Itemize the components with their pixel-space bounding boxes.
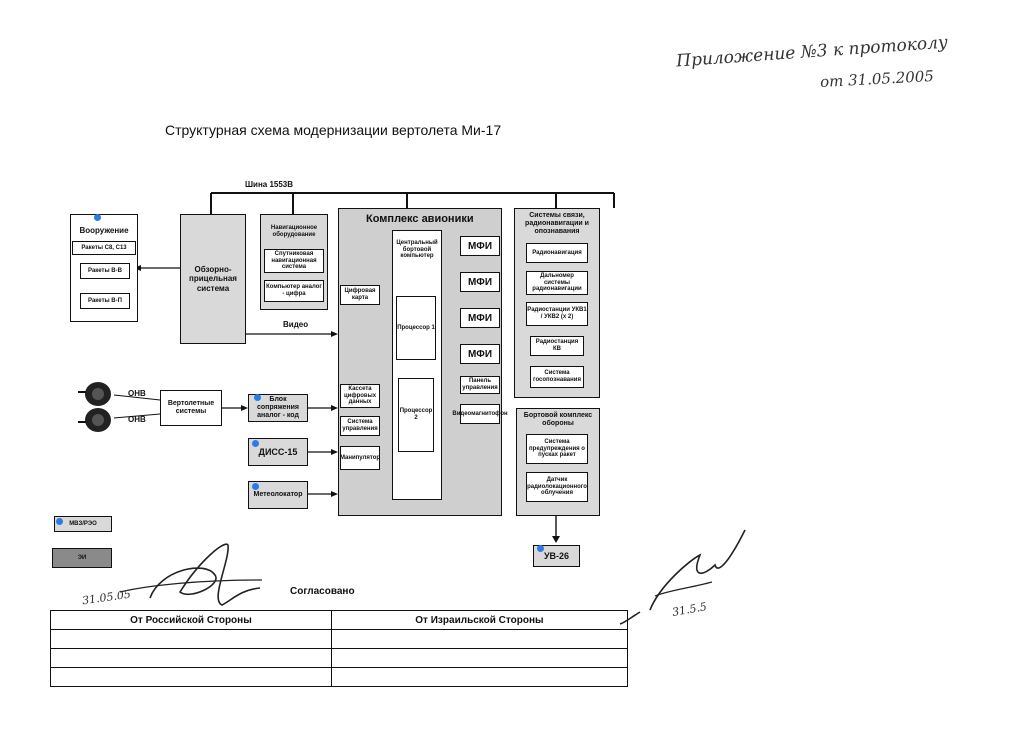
control-system: Система управления bbox=[340, 416, 380, 436]
table-header-israeli: От Израильской Стороны bbox=[330, 610, 629, 630]
uv26-block: УВ-26 bbox=[533, 545, 580, 567]
blue-marker bbox=[94, 214, 101, 221]
table-header-russian: От Российской Стороны bbox=[50, 610, 332, 630]
mfd-2: МФИ bbox=[460, 272, 500, 292]
comms-title: Системы связи, радионавигации и опознава… bbox=[525, 212, 589, 236]
defense-radar-sensor: Датчик радиолокационного облучения bbox=[526, 472, 588, 502]
digital-map: Цифровая карта bbox=[340, 285, 380, 305]
onv-label-2: ОНВ bbox=[128, 415, 146, 424]
video-label: Видео bbox=[283, 320, 309, 329]
nav-satellite: Спутниковая навигационная система bbox=[264, 249, 324, 273]
agreed-label: Согласовано bbox=[290, 586, 355, 597]
control-panel: Панель управления bbox=[460, 376, 500, 394]
nav-title: Навигационное оборудование bbox=[270, 225, 318, 238]
mvz-reo: МВЗ/РЭО bbox=[54, 516, 112, 532]
ei-block: ЭИ bbox=[52, 548, 112, 568]
comms-iff: Система госопознавания bbox=[530, 366, 584, 388]
sighting-system: Обзорно-прицельная система bbox=[180, 214, 246, 344]
defense-title: Бортовой комплекс обороны bbox=[523, 412, 593, 428]
blue-marker bbox=[254, 394, 261, 401]
night-vision-icon bbox=[78, 380, 112, 408]
helicopter-systems: Вертолетные системы bbox=[160, 390, 222, 426]
blue-marker bbox=[252, 440, 259, 447]
comms-rangefinder: Дальномер системы радионавигации bbox=[526, 271, 588, 295]
comms-radionav: Радионавигация bbox=[526, 243, 588, 263]
table-row bbox=[50, 667, 629, 687]
video-recorder: Видеомагнитофон bbox=[452, 404, 508, 424]
comms-hf: Радиостанция КВ bbox=[530, 336, 584, 356]
mfd-3: МФИ bbox=[460, 308, 500, 328]
central-computer bbox=[392, 230, 442, 500]
table-row bbox=[50, 629, 629, 649]
blue-marker bbox=[537, 545, 544, 552]
central-computer-label: Центральный бортовой компьютер bbox=[396, 240, 438, 260]
processor-2: Процессор 2 bbox=[398, 378, 434, 452]
mfd-4: МФИ bbox=[460, 344, 500, 364]
agreement-table: От Российской Стороны От Израильской Сто… bbox=[50, 610, 629, 687]
processor-1: Процессор 1 bbox=[396, 296, 436, 360]
weapons-rockets-ag: Ракеты В-П bbox=[80, 293, 130, 309]
weapons-title: Вооружение bbox=[79, 226, 129, 235]
weapons-rockets-aa: Ракеты В-В bbox=[80, 263, 130, 279]
night-vision-icon bbox=[78, 406, 112, 434]
data-cassette: Кассета цифровых данных bbox=[340, 384, 380, 408]
blue-marker bbox=[252, 483, 259, 490]
manipulator: Манипулятор bbox=[340, 446, 380, 470]
nav-converter: Компьютер аналог - цифра bbox=[264, 280, 324, 302]
defense-missile-warning: Система предупреждения о пусках ракет bbox=[526, 434, 588, 464]
onv-label-1: ОНВ bbox=[128, 389, 146, 398]
bus-label: Шина 1553В bbox=[245, 180, 294, 189]
table-row bbox=[50, 648, 629, 668]
table-row: От Российской Стороны От Израильской Сто… bbox=[50, 610, 629, 630]
comms-vhf: Радиостанции УКВ1 / УКВ2 (x 2) bbox=[526, 302, 588, 326]
avionics-title: Комплекс авионики bbox=[366, 213, 474, 225]
mfd-1: МФИ bbox=[460, 236, 500, 256]
blue-marker bbox=[56, 518, 63, 525]
weapons-rockets-s8: Ракеты С8, С13 bbox=[72, 241, 136, 255]
diagram-title: Структурная схема модернизации вертолета… bbox=[165, 122, 502, 138]
